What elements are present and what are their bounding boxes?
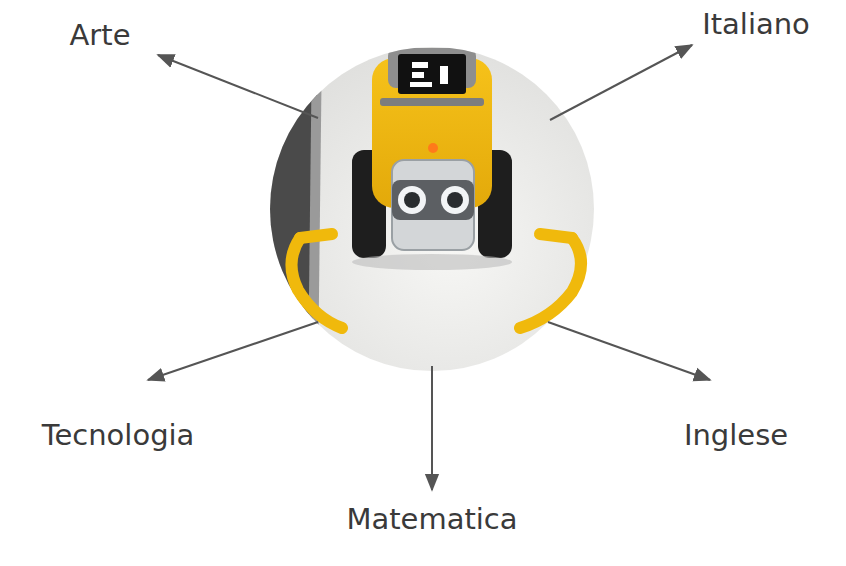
subject-label: Matematica — [346, 504, 517, 536]
robot-photo — [260, 40, 605, 380]
subject-label: Italiano — [702, 9, 810, 41]
subject-label: Inglese — [684, 420, 788, 452]
subject-label: Tecnologia — [42, 420, 195, 452]
leader-arrows — [148, 45, 710, 490]
subject-label: Arte — [70, 20, 131, 52]
